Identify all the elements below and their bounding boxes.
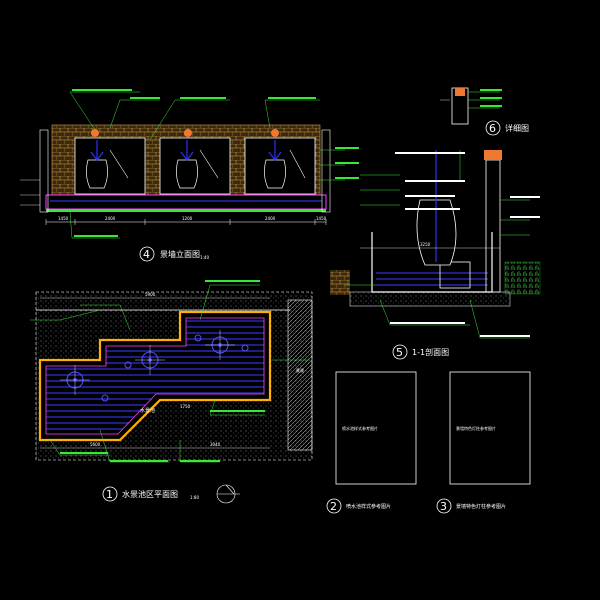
plan-dim-mid: 1750 xyxy=(180,404,191,409)
lamp-icon xyxy=(184,129,192,137)
ref-fountain-placeholder: 喷水池样式参考图片 xyxy=(342,425,378,431)
elevation-view-number: 4 xyxy=(143,248,150,261)
reference-lamp: 景墙特色灯柱参考图片 3 景墙特色灯柱参考图片 xyxy=(436,371,531,514)
section-view-title: 1-1剖面图 xyxy=(412,347,449,357)
detail-view-title: 详细图 xyxy=(505,123,529,133)
ref-lamp-number: 3 xyxy=(440,500,447,513)
section-dim: 3250 xyxy=(420,242,431,247)
plan-dim-bottom-1: 5600 xyxy=(90,442,101,447)
ref-fountain-number: 2 xyxy=(330,500,337,513)
lamp-icon xyxy=(271,129,279,137)
elev-dim-1: 1450 xyxy=(58,216,69,221)
ref-fountain-title: 喷水池样式参考图片 xyxy=(346,503,391,510)
elev-dim-3: 1200 xyxy=(182,216,193,221)
plan-view-number: 1 xyxy=(106,488,113,501)
plan-dim-top: 5900 xyxy=(145,292,156,297)
elev-dim-2: 2400 xyxy=(105,216,116,221)
plan-dim-bottom-2: 3040 xyxy=(210,442,221,447)
reference-fountain: 喷水池样式参考图片 2 喷水池样式参考图片 xyxy=(326,371,417,514)
plan-pool-label: 水景池 xyxy=(140,407,155,414)
lamp-icon xyxy=(91,129,99,137)
detail-view-number: 6 xyxy=(489,122,496,135)
elev-dim-4: 2400 xyxy=(265,216,276,221)
ref-lamp-placeholder: 景墙特色灯柱参考图片 xyxy=(456,425,496,431)
column-lamp-icon xyxy=(484,150,502,160)
elevation-view-scale: 1:40 xyxy=(200,255,209,260)
plan-view: 景观 水景池 5900 5600 3040 1750 1 水景池区平面图 1:8… xyxy=(30,280,313,504)
section-view-number: 5 xyxy=(396,346,403,359)
plan-view-title: 水景池区平面图 xyxy=(122,489,178,499)
plan-side-note: 景观 xyxy=(296,367,304,373)
detail-view: 6 详细图 xyxy=(440,87,529,136)
ref-lamp-title: 景墙特色灯柱参考图片 xyxy=(456,503,506,510)
section-view: 3250 5 1-1剖面图 xyxy=(330,150,541,360)
plan-view-scale: 1:80 xyxy=(190,495,199,500)
elev-dim-5: 1450 xyxy=(316,216,327,221)
elevation-view-title: 景墙立面图 xyxy=(160,249,200,259)
elevation-view: 1450 2400 1200 2400 1450 4 景墙立面图 1:40 xyxy=(20,89,359,262)
